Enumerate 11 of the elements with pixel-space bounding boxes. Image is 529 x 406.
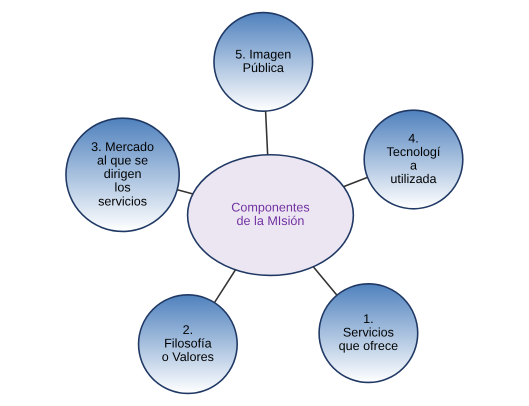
node-ellipse: Componentes de la MIsión: [186, 154, 354, 276]
node-circle: 1. Servicios que ofrece: [318, 283, 418, 384]
node-circle: 5. Imagen Pública: [213, 12, 314, 112]
connector: [343, 176, 368, 188]
connector: [177, 188, 193, 195]
node-circle: 3. Mercado al que se dirigen los servicios: [65, 117, 180, 232]
node-circle: 2. Filosofía o Valores: [138, 294, 238, 394]
connector: [312, 266, 338, 296]
node-circle: 4. Tecnologí a utilizada: [363, 109, 464, 210]
connector: [214, 269, 236, 303]
connector: [264, 111, 268, 155]
